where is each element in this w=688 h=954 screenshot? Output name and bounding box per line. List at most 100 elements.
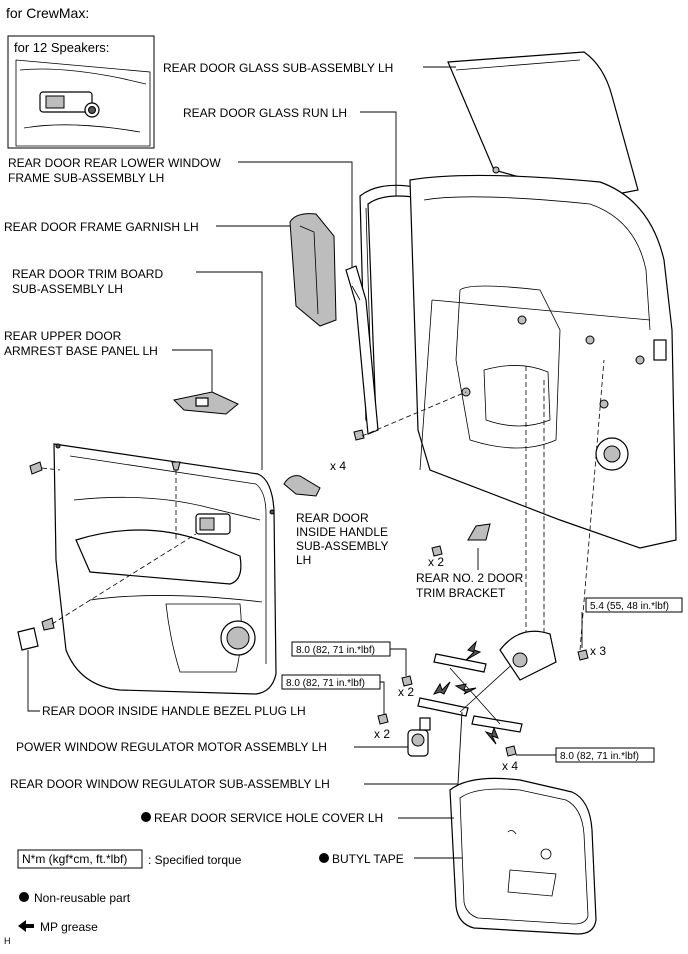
glass-highlight xyxy=(455,59,581,71)
service-opening xyxy=(455,285,561,449)
label-bezel-plug: REAR DOOR INSIDE HANDLE BEZEL PLUG LH xyxy=(42,704,306,718)
rear-door-trim-board xyxy=(53,443,277,695)
rear-door-window-regulator xyxy=(417,630,557,733)
bolt-x4 xyxy=(505,745,517,757)
leader-torque-2 xyxy=(390,648,407,676)
leader-torque-3 xyxy=(380,681,385,714)
legend-torque-text: : Specified torque xyxy=(148,853,242,867)
trim-bracket-outline xyxy=(467,523,491,541)
rear-door-inside-handle xyxy=(283,475,321,497)
label-butyl-tape: BUTYL TAPE xyxy=(332,852,404,866)
trim-board-handle xyxy=(199,517,215,531)
trim-clip-1 xyxy=(55,443,61,449)
legend-nonreusable-icon xyxy=(19,892,29,902)
qty-x3: x 3 xyxy=(590,644,606,658)
bolt-x3 xyxy=(577,649,589,661)
lower-frame-detail xyxy=(351,285,361,301)
door-panel-beltline xyxy=(431,299,651,321)
regulator-pivot xyxy=(512,652,528,668)
label-armrest-1: REAR UPPER DOOR xyxy=(4,329,122,343)
regulator-top-rail xyxy=(433,653,487,673)
mp-grease-arrows xyxy=(432,640,499,745)
nonreusable-mark-tape xyxy=(319,853,329,863)
trim-screws xyxy=(29,461,181,631)
qty-x2-upper: x 2 xyxy=(398,685,414,699)
service-cover-mark xyxy=(507,830,517,835)
legend-torque-unit: N*m (kgf*cm, ft.*lbf) xyxy=(22,852,127,866)
qty-x2-lower: x 2 xyxy=(374,727,390,741)
torque-value-1: 5.4 (55, 48 in.*lbf) xyxy=(590,601,669,612)
service-cover-tape xyxy=(459,788,589,925)
legend: N*m (kgf*cm, ft.*lbf) : Specified torque… xyxy=(4,849,242,946)
inset-trim-line xyxy=(19,68,147,85)
inset-12-speakers: for 12 Speakers: xyxy=(7,35,155,149)
trim-bracket-screw xyxy=(431,545,443,557)
label-trim-bracket-1: REAR NO. 2 DOOR xyxy=(416,571,524,585)
rear-no2-door-trim-bracket xyxy=(467,523,491,541)
armrest-switch xyxy=(195,397,209,407)
inset-label: for 12 Speakers: xyxy=(14,40,109,55)
qty-x4-lower-frame: x 4 xyxy=(330,459,346,473)
label-inside-handle-1: REAR DOOR xyxy=(296,511,369,525)
label-trim-board-2: SUB-ASSEMBLY LH xyxy=(12,282,123,296)
rear-door-frame-garnish xyxy=(289,213,337,327)
label-frame-garnish: REAR DOOR FRAME GARNISH LH xyxy=(4,220,199,234)
service-cover-cutout xyxy=(507,869,557,897)
door-hole-2 xyxy=(517,315,527,325)
legend-grease-arrow-icon xyxy=(18,920,34,932)
label-inside-handle-3: SUB-ASSEMBLY xyxy=(296,539,388,553)
motor-gear xyxy=(411,733,425,747)
trim-board-armrest xyxy=(75,529,242,585)
diagram-title: for CrewMax: xyxy=(6,5,89,21)
trim-clip-2 xyxy=(269,509,275,515)
regulator-bottom-rail xyxy=(471,715,523,733)
qty-x4-regulator: x 4 xyxy=(502,759,518,773)
frame-garnish-edge xyxy=(299,225,319,315)
dash-screw-left-top xyxy=(41,467,61,471)
trim-speaker-inner xyxy=(226,626,250,650)
trim-board-inner-edge xyxy=(69,455,267,664)
inset-armrest-line xyxy=(23,124,141,133)
trim-board-pocket xyxy=(165,603,242,673)
leader-regulator xyxy=(364,711,463,785)
bezel-plug-outline xyxy=(17,627,39,651)
grease-arrow-2 xyxy=(454,683,477,695)
leader-glass-run xyxy=(360,111,397,196)
door-hole-4 xyxy=(599,399,609,409)
bolt-x2-lower xyxy=(377,713,389,725)
inside-handle-outline xyxy=(283,475,321,497)
motor-connector xyxy=(419,717,431,731)
bolt-x2-upper xyxy=(401,675,413,687)
rear-door-inside-handle-bezel-plug xyxy=(17,627,39,651)
door-hole-3 xyxy=(585,335,595,345)
legend-nonreusable-text: Non-reusable part xyxy=(34,891,131,905)
screw-left-top xyxy=(29,461,43,475)
grease-arrow-1 xyxy=(465,640,482,661)
inset-trim-outline xyxy=(15,59,151,147)
leader-lower-frame xyxy=(238,161,353,268)
trim-board-pocket-line xyxy=(89,595,263,603)
footer-mark: H xyxy=(4,936,11,946)
service-cover-hole xyxy=(540,848,552,860)
label-motor: POWER WINDOW REGULATOR MOTOR ASSEMBLY LH xyxy=(16,740,327,754)
leader-trim-board xyxy=(196,271,263,470)
door-latch xyxy=(653,339,667,361)
legend-grease-text: MP grease xyxy=(40,920,98,934)
rear-door-service-hole-cover xyxy=(449,777,597,935)
door-hole-5 xyxy=(635,355,645,365)
service-opening-inner xyxy=(483,365,551,427)
label-inside-handle-4: LH xyxy=(296,553,311,567)
service-cover-outer xyxy=(449,777,597,935)
regulator-left-rail xyxy=(417,697,469,717)
glass-clip-1 xyxy=(492,166,500,174)
torque-value-3: 8.0 (82, 71 in.*lbf) xyxy=(286,678,365,689)
label-armrest-2: ARMREST BASE PANEL LH xyxy=(4,344,158,358)
label-glass-run: REAR DOOR GLASS RUN LH xyxy=(183,106,347,120)
dash-regulator-3 xyxy=(579,359,605,651)
label-trim-board-1: REAR DOOR TRIM BOARD xyxy=(12,267,163,281)
leader-bezel-plug xyxy=(27,650,40,712)
door-inner-panel xyxy=(409,174,677,549)
torque-box-1 xyxy=(585,597,683,613)
